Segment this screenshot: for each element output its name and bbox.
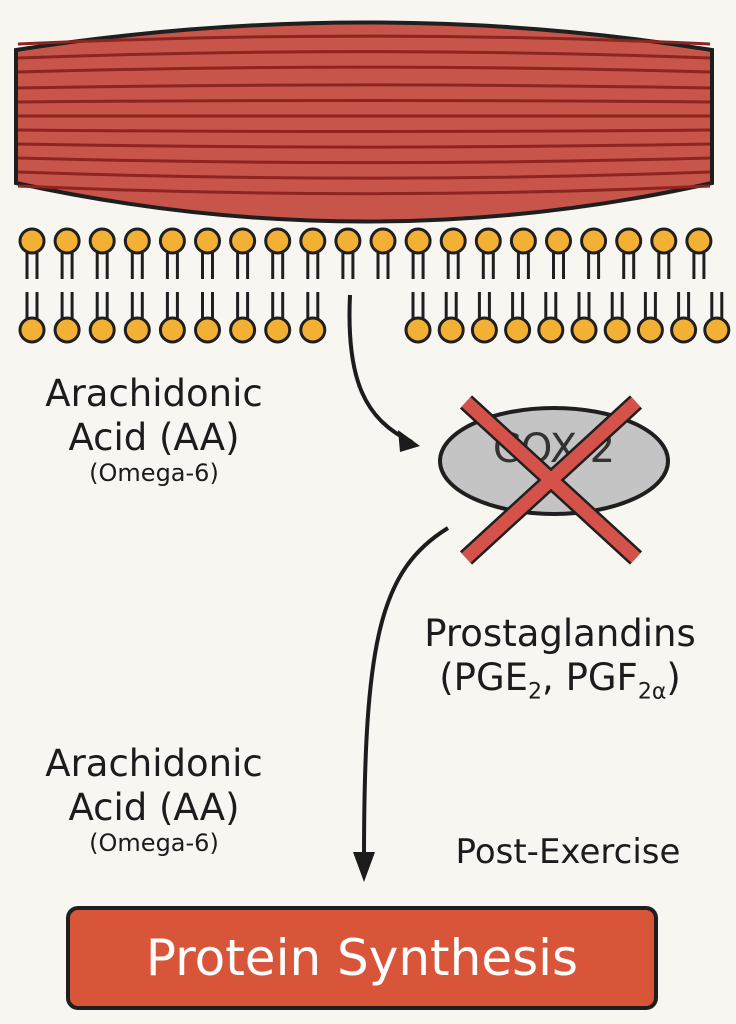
arrow-to-protein-synthesis	[362, 526, 450, 861]
aa-top-line2: Acid (AA)	[68, 415, 240, 459]
muscle-stripe	[17, 50, 711, 60]
muscle-stripes	[17, 34, 711, 196]
phospholipid	[703, 292, 731, 344]
phospholipid	[404, 292, 432, 344]
prostaglandins-separator: ,	[542, 655, 566, 699]
pge-subscript: 2	[528, 679, 543, 705]
phospholipid	[545, 227, 572, 279]
phospholipid	[229, 292, 257, 344]
phospholipid	[437, 292, 465, 344]
phospholipid	[264, 292, 292, 344]
aa-bottom-subtitle: (Omega-6)	[89, 829, 219, 858]
phospholipid	[439, 227, 467, 279]
phospholipid	[636, 292, 664, 344]
muscle-stripe	[17, 34, 711, 46]
muscle-stripe	[17, 170, 711, 180]
aa-top-subtitle: (Omega-6)	[89, 459, 219, 488]
phospholipid	[369, 227, 397, 279]
phospholipid	[194, 227, 221, 279]
phospholipid	[88, 292, 116, 344]
phospholipid	[264, 227, 292, 279]
phospholipid	[158, 227, 186, 279]
phospholipid	[685, 227, 713, 279]
muscle-stripe	[17, 83, 711, 90]
aa-bottom-line1: Arachidonic	[45, 742, 263, 785]
arachidonic-acid-label-top: Arachidonic Acid (AA) (Omega-6)	[20, 372, 288, 488]
phospholipid	[299, 227, 327, 279]
protein-synthesis-label: Protein Synthesis	[145, 929, 579, 987]
membrane-inner-leaflet	[18, 292, 731, 344]
muscle-fiber	[14, 20, 714, 224]
muscle-stripe	[17, 142, 711, 149]
phospholipid	[509, 227, 537, 279]
phospholipid	[580, 227, 608, 279]
pgf-subscript: 2α	[637, 679, 667, 705]
phospholipid	[229, 227, 257, 279]
muscle-stripe	[17, 184, 711, 196]
post-exercise-label: Post-Exercise	[455, 832, 681, 872]
prostaglandins-title: Prostaglandins	[424, 612, 696, 655]
membrane-outer-leaflet	[18, 227, 713, 279]
muscle-stripe	[17, 98, 711, 104]
phospholipid	[299, 292, 327, 344]
aa-bottom-line2: Acid (AA)	[68, 785, 240, 829]
phospholipid	[603, 292, 631, 344]
phospholipid	[504, 292, 532, 344]
phospholipid	[570, 292, 598, 344]
phospholipid	[18, 292, 46, 344]
cox2-label: COX-2	[492, 426, 616, 472]
phospholipid	[334, 227, 362, 279]
phospholipid	[650, 227, 678, 279]
protein-synthesis-box: Protein Synthesis	[66, 906, 658, 1010]
phospholipid	[123, 292, 151, 344]
muscle-stripe	[17, 128, 711, 134]
phospholipid	[158, 292, 186, 344]
phospholipid	[615, 227, 643, 279]
arrow-to-protein-synthesis-head	[353, 852, 375, 882]
pgf-label: PGF	[565, 655, 638, 699]
pge-label: PGE	[453, 655, 529, 699]
phospholipid	[670, 292, 698, 344]
arrow-to-cox2-head	[398, 430, 420, 452]
phospholipid	[474, 227, 502, 279]
phospholipid	[470, 292, 498, 344]
phospholipid	[404, 227, 432, 279]
prostaglandins-label: Prostaglandins (PGE2, PGF2α)	[390, 612, 730, 705]
arachidonic-acid-label-bottom: Arachidonic Acid (AA) (Omega-6)	[20, 742, 288, 858]
phospholipid	[88, 227, 116, 279]
muscle-stripe	[17, 156, 711, 165]
aa-top-line1: Arachidonic	[45, 372, 263, 415]
phospholipid	[123, 227, 151, 279]
phospholipid	[537, 292, 565, 344]
arrow-to-cox2	[347, 294, 413, 444]
muscle-stripe	[17, 65, 711, 74]
phospholipid	[53, 292, 81, 344]
phospholipid	[18, 227, 46, 279]
prostaglandins-types: (PGE2, PGF2α)	[439, 655, 681, 705]
phospholipid	[194, 292, 221, 344]
phospholipid	[53, 227, 81, 279]
